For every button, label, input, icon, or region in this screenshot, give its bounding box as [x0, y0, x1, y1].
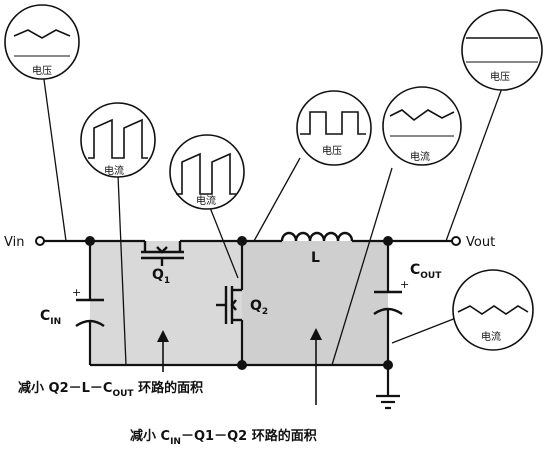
cin-capacitor: [75, 298, 105, 327]
bubble-cout-current: 电流: [452, 269, 534, 351]
cout-label: COUT: [410, 262, 442, 281]
svg-text:电压: 电压: [32, 64, 52, 77]
inductor-coil: [280, 231, 354, 242]
svg-text:电流: 电流: [410, 150, 430, 163]
bubble-q1-current: 电流: [80, 102, 156, 178]
bubble-switch-voltage: 电压: [296, 90, 372, 166]
caption-q2-l-cout-loop: 减小 Q2－L－COUT 环路的面积: [18, 380, 203, 399]
cin-q1-q2-loop-area: [90, 241, 242, 365]
svg-text:电压: 电压: [490, 70, 510, 83]
vin-label: Vin: [4, 235, 24, 250]
q2-label: Q2: [250, 298, 268, 317]
vout-label: Vout: [466, 235, 495, 250]
bubble-vin-voltage: 电压: [4, 4, 80, 80]
q1-mosfet: [141, 241, 184, 266]
cout-capacitor: [373, 290, 403, 315]
cin-polarity: +: [72, 286, 81, 299]
q2-mosfet: [216, 286, 242, 324]
svg-text:电压: 电压: [322, 144, 342, 157]
inductor-label: L: [311, 250, 320, 266]
bubble-q2-current: 电流: [169, 134, 245, 210]
leader-lines: [41, 64, 503, 366]
svg-text:电流: 电流: [104, 164, 124, 177]
bubble-inductor-current: 电流: [382, 86, 462, 166]
cin-label: CIN: [40, 308, 61, 327]
caption-arrows: [157, 328, 322, 405]
caption-cin-q1-q2-loop: 减小 CIN－Q1－Q2 环路的面积: [130, 428, 317, 447]
svg-text:电流: 电流: [196, 194, 216, 207]
junction-dots: [85, 236, 393, 370]
svg-text:电流: 电流: [481, 330, 501, 343]
ground-symbol: [376, 394, 400, 410]
q1-label: Q1: [152, 267, 170, 286]
vin-terminal: [35, 236, 45, 246]
bubble-vout-voltage: 电压: [461, 9, 543, 91]
cout-polarity: +: [400, 278, 409, 291]
vout-terminal: [451, 236, 461, 246]
